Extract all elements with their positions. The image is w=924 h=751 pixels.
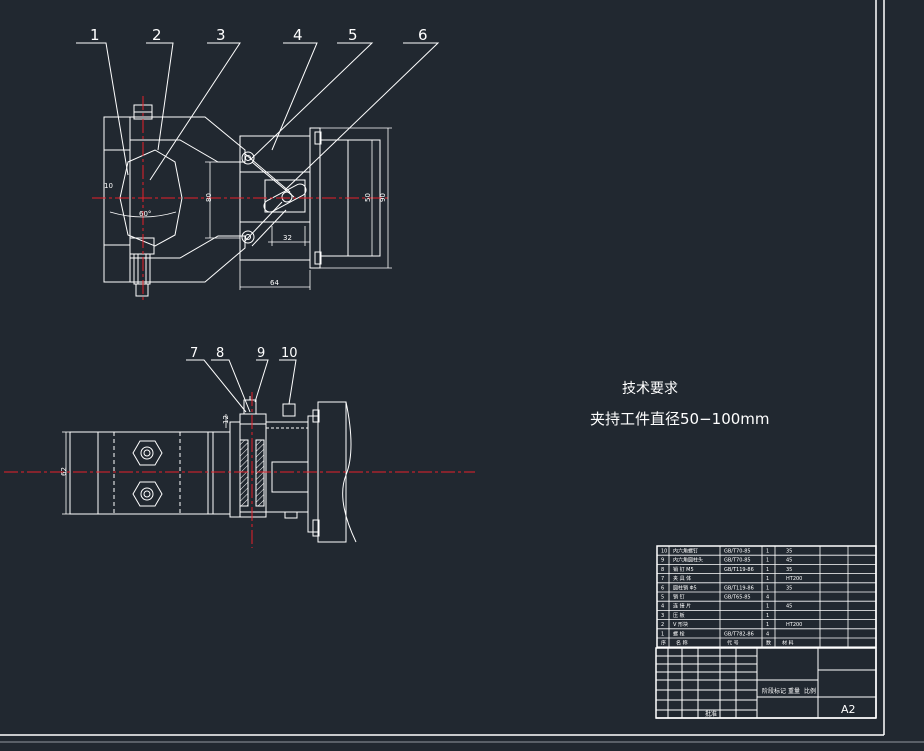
title-stage-label: 阶段标记 — [762, 687, 786, 695]
top-view-dimension-text: 10 60° 80 32 64 50 90 — [104, 182, 387, 287]
bom-cell-std: GB/T119-86 — [724, 567, 754, 573]
top-view-center-lines — [92, 96, 390, 300]
title-approval-label: 批准 — [705, 710, 717, 718]
bom-cell-name: 圆柱销 Φ5 — [673, 584, 697, 591]
bom-cell-name: 夹 具 体 — [673, 575, 691, 582]
bom-cell-name: V 形块 — [673, 621, 688, 628]
bom-cell-qty: 1 — [766, 558, 769, 564]
bom-cell-material: HT200 — [786, 622, 802, 628]
top-view-dimensions — [109, 127, 392, 290]
bom-cell-material: HT200 — [786, 576, 802, 582]
hatched-sleeve-right — [255, 439, 265, 507]
bom-header-name: 名 称 — [676, 640, 688, 647]
bom-cell-no: 7 — [661, 576, 664, 582]
title-block-text: 阶段标记 重量 比例 批准 A2 — [705, 687, 856, 718]
bom-cell-material: 45 — [786, 558, 792, 564]
bom-cell-no: 8 — [661, 567, 664, 573]
bom-cell-qty: 4 — [766, 631, 769, 637]
bom-cell-material: 35 — [786, 567, 792, 573]
dim-10: 10 — [104, 182, 113, 190]
part-label-10: 10 — [281, 346, 298, 361]
bom-header-qty: 数 — [766, 640, 771, 647]
dim-80: 80 — [205, 193, 213, 202]
bom-cell-qty: 1 — [766, 604, 769, 610]
bom-cell-name: 销 钉 — [673, 594, 685, 601]
dim-90: 90 — [379, 193, 387, 202]
bom-cell-no: 10 — [661, 549, 667, 555]
dim-32: 32 — [283, 234, 292, 242]
bom-cell-name: 螺 栓 — [673, 630, 685, 637]
top-leaders — [76, 42, 440, 191]
part-label-8: 8 — [216, 346, 224, 361]
bom-header-std: 代 号 — [727, 640, 739, 647]
tech-requirements-body: 夹持工件直径50−100mm — [590, 410, 770, 428]
tech-requirements: 技术要求 夹持工件直径50−100mm — [590, 381, 770, 428]
bom-cell-no: 2 — [661, 622, 664, 628]
bom-cell-name: 内六角螺钉 — [673, 548, 698, 555]
dim-62: 62 — [60, 467, 68, 476]
bom-cell-name: 销 钉 M5 — [673, 566, 694, 573]
bom-cell-qty: 1 — [766, 576, 769, 582]
bom-cell-qty: 1 — [766, 585, 769, 591]
part-label-3: 3 — [216, 26, 226, 44]
bom-cell-name: 内六角圆柱头 — [673, 557, 703, 564]
bom-header-material: 材 料 — [782, 640, 794, 647]
front-view-dimensions — [62, 414, 227, 515]
bom-cell-no: 4 — [661, 604, 664, 610]
bom-cell-std: GB/T119-86 — [724, 585, 754, 591]
front-view-center-lines — [4, 392, 475, 548]
title-block — [655, 647, 877, 719]
bom-cell-material: 35 — [786, 549, 792, 555]
bom-cell-std: GB/T65-85 — [724, 595, 751, 601]
part-label-4: 4 — [293, 26, 303, 44]
bom-cell-std: GB/T70-85 — [724, 558, 751, 564]
dim-angle: 60° — [139, 210, 151, 218]
bom-cell-no: 1 — [661, 631, 664, 637]
bom-cell-std: GB/T782-86 — [724, 631, 754, 637]
bom-header-no: 序 — [661, 640, 666, 647]
bom-table — [656, 545, 877, 648]
bom-cell-qty: 1 — [766, 567, 769, 573]
sheet-size: A2 — [841, 703, 856, 716]
bom-cell-material: 45 — [786, 604, 792, 610]
part-label-5: 5 — [348, 26, 358, 44]
bom-cell-std: GB/T70-85 — [724, 549, 751, 555]
front-view-dimension-text: 62 12 — [60, 415, 230, 476]
bom-cell-qty: 1 — [766, 622, 769, 628]
bom-cell-no: 3 — [661, 613, 664, 619]
dim-64: 64 — [270, 279, 279, 287]
bom-cell-no: 6 — [661, 585, 664, 591]
bom-cell-qty: 4 — [766, 595, 769, 601]
dim-12: 12 — [222, 415, 230, 424]
part-label-9: 9 — [257, 346, 265, 361]
front-leaders — [186, 359, 297, 413]
front-part-labels: 7 8 9 10 — [190, 346, 298, 361]
title-weight-label: 重量 — [788, 687, 800, 695]
tech-requirements-heading: 技术要求 — [622, 381, 678, 397]
bom-cell-material: 35 — [786, 585, 792, 591]
part-label-6: 6 — [418, 26, 428, 44]
title-scale-label: 比例 — [804, 687, 816, 695]
bom-cell-qty: 1 — [766, 549, 769, 555]
bom-cell-no: 5 — [661, 595, 664, 601]
dim-50: 50 — [364, 193, 372, 202]
top-part-labels: 1 2 3 4 5 6 — [90, 26, 428, 44]
bom-cell-qty: 1 — [766, 613, 769, 619]
bom-cell-no: 9 — [661, 558, 664, 564]
hatched-sleeve-left — [239, 439, 249, 507]
bom-cell-name: 连 接 片 — [673, 603, 691, 610]
part-label-7: 7 — [190, 346, 198, 361]
part-label-1: 1 — [90, 26, 100, 44]
bom-cell-name: 压 板 — [673, 612, 685, 619]
part-label-2: 2 — [152, 26, 162, 44]
